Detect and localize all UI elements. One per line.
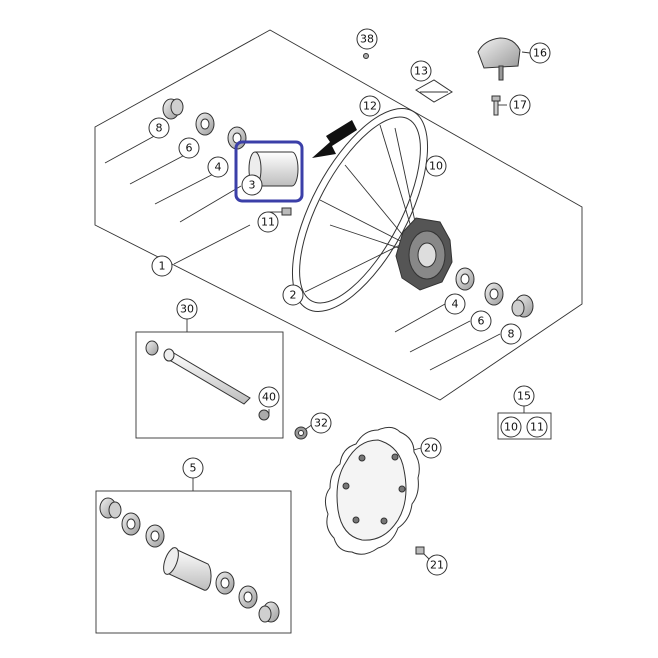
- kit-bearing-4b: [215, 571, 235, 595]
- part-13: [415, 79, 453, 103]
- svg-text:15: 15: [517, 390, 531, 403]
- svg-text:11: 11: [261, 216, 275, 229]
- bearing-kit-frame: [95, 490, 292, 634]
- callout-38: 38: [356, 28, 378, 50]
- svg-text:1: 1: [159, 260, 166, 273]
- kit-bearing-6b: [238, 585, 258, 609]
- svg-text:12: 12: [363, 100, 377, 113]
- part-38: [363, 53, 369, 59]
- callout-6-left: 6: [178, 137, 200, 159]
- seal-8-left: [162, 98, 184, 120]
- kit-seal-8: [99, 497, 122, 519]
- callout-17: 17: [509, 94, 531, 116]
- kit-spacer-3: [163, 547, 212, 591]
- seal-8-right: [511, 294, 534, 318]
- callout-20: 20: [420, 437, 442, 459]
- callout-12: 12: [359, 95, 381, 117]
- bolt-11: [281, 207, 292, 216]
- svg-text:6: 6: [186, 142, 193, 155]
- callout-8-right: 8: [500, 323, 522, 345]
- wheel-hub: [395, 217, 453, 291]
- svg-text:16: 16: [533, 47, 547, 60]
- callout-5: 5: [182, 457, 204, 479]
- callout-13: 13: [410, 60, 432, 82]
- svg-text:3: 3: [249, 179, 256, 192]
- callout-30: 30: [176, 298, 198, 320]
- svg-text:38: 38: [360, 33, 374, 46]
- svg-text:13: 13: [414, 65, 428, 78]
- direction-arrow-icon: [312, 120, 357, 158]
- kit-15-frame: [497, 412, 552, 440]
- nut-40: [258, 409, 270, 421]
- callout-11: 11: [257, 211, 279, 233]
- svg-text:8: 8: [508, 328, 515, 341]
- svg-text:20: 20: [424, 442, 438, 455]
- svg-text:11: 11: [530, 421, 544, 434]
- bearing-6-left: [195, 112, 215, 136]
- callout-15-10: 10: [500, 416, 522, 438]
- svg-text:17: 17: [513, 99, 527, 112]
- kit-seal-8b: [258, 601, 280, 623]
- callout-4-right: 4: [444, 293, 466, 315]
- svg-text:2: 2: [290, 289, 297, 302]
- brake-disc-20: [324, 426, 420, 555]
- part-16: [477, 37, 521, 81]
- svg-text:4: 4: [215, 161, 222, 174]
- callout-3: 3: [241, 174, 263, 196]
- callout-1: 1: [151, 255, 173, 277]
- callout-10: 10: [425, 155, 447, 177]
- callout-32: 32: [310, 412, 332, 434]
- callout-15-11: 11: [526, 416, 548, 438]
- main-assembly-frame: [94, 29, 583, 401]
- svg-text:4: 4: [452, 298, 459, 311]
- callout-4-left: 4: [207, 156, 229, 178]
- svg-text:40: 40: [262, 391, 276, 404]
- svg-text:30: 30: [180, 303, 194, 316]
- callout-2: 2: [282, 284, 304, 306]
- bolt-21: [415, 546, 425, 555]
- svg-text:5: 5: [190, 462, 197, 475]
- axle-kit-frame: [135, 331, 284, 439]
- axle-nut: [145, 340, 159, 356]
- svg-text:6: 6: [478, 315, 485, 328]
- svg-text:10: 10: [504, 421, 518, 434]
- nut-32: [294, 426, 308, 440]
- spacer-3-highlight-box: [234, 140, 304, 203]
- kit-bearing-6: [121, 512, 141, 536]
- svg-text:32: 32: [314, 417, 328, 430]
- callout-16: 16: [529, 42, 551, 64]
- bearing-6-right: [484, 282, 504, 306]
- svg-text:8: 8: [156, 122, 163, 135]
- callout-15: 15: [513, 385, 535, 407]
- svg-text:21: 21: [430, 559, 444, 572]
- bearing-4-right: [455, 267, 475, 291]
- callout-40: 40: [258, 386, 280, 408]
- svg-text:10: 10: [429, 160, 443, 173]
- callout-6-right: 6: [470, 310, 492, 332]
- bolt-17: [491, 95, 501, 116]
- callout-8-left: 8: [148, 117, 170, 139]
- kit-bearing-4: [145, 524, 165, 548]
- callout-21: 21: [426, 554, 448, 576]
- axle-shaft: [163, 348, 251, 405]
